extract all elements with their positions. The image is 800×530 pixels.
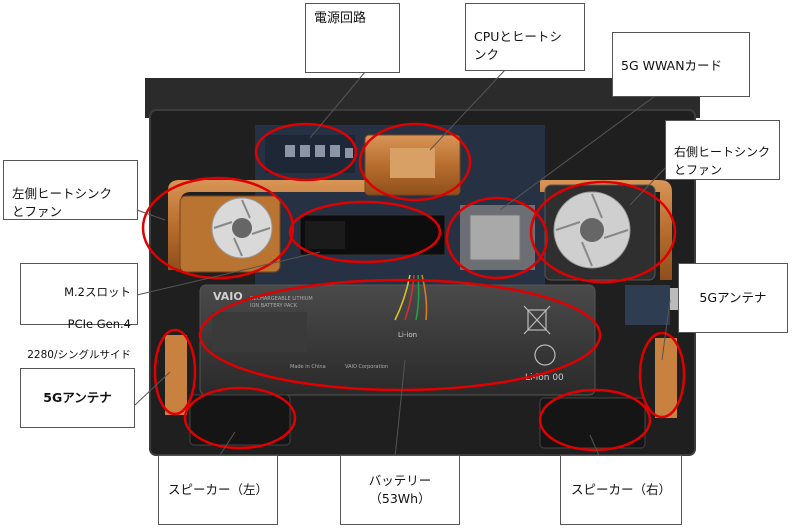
svg-text:RECHARGEABLE LITHIUM: RECHARGEABLE LITHIUM	[250, 296, 313, 302]
callout-m2-slot: M.2スロット PCIe Gen.4 2280/シングルサイド	[20, 263, 138, 361]
callout-wwan-card-text: 5G WWANカード	[621, 58, 723, 74]
callout-speaker-left: スピーカー（左）	[158, 455, 278, 525]
callout-battery: バッテリー（53Wh）	[340, 455, 460, 525]
callout-cpu-heatsink-text: CPUとヒートシンク	[474, 29, 562, 63]
highlight-antenna-right	[638, 331, 686, 419]
callout-m2-line3: 2280/シングルサイド	[27, 349, 131, 362]
callout-cpu-heatsink: CPUとヒートシンク	[465, 3, 585, 71]
highlight-battery	[198, 278, 602, 392]
highlight-cpu	[358, 122, 472, 202]
svg-text:VAIO Corporation: VAIO Corporation	[345, 364, 388, 370]
svg-text:Li-ion: Li-ion	[398, 331, 417, 339]
highlight-wwan	[445, 196, 549, 280]
power-components	[285, 145, 353, 158]
vaio-logo: VAIO	[213, 290, 243, 303]
callout-left-heatsink: 左側ヒートシンクとファン	[3, 160, 138, 220]
callout-right-heatsink-text: 右側ヒートシンクとファン	[674, 145, 771, 177]
svg-text:Made in China: Made in China	[290, 364, 326, 370]
leader-lines	[134, 69, 671, 459]
callout-power-circuit: 電源回路	[305, 3, 400, 73]
highlight-left-heatsink	[141, 176, 295, 280]
callout-battery-text: バッテリー（53Wh）	[368, 472, 432, 506]
callout-antenna-left: 5Gアンテナ	[20, 368, 135, 428]
highlight-ellipses	[141, 122, 686, 452]
antenna-right	[655, 338, 677, 418]
highlight-m2-slot	[288, 200, 442, 264]
antenna-left	[165, 335, 187, 415]
callout-left-heatsink-text: 左側ヒートシンクとファン	[12, 186, 113, 220]
highlight-power-circuit	[254, 122, 358, 182]
highlight-speaker-right	[538, 388, 652, 452]
callout-antenna-right: 5Gアンテナ	[678, 263, 788, 333]
recycle-symbols	[523, 305, 556, 366]
svg-text:Li-ion 00: Li-ion 00	[525, 373, 564, 383]
speaker-left	[189, 394, 291, 446]
highlight-speaker-left	[183, 386, 297, 450]
highlight-right-heatsink	[529, 180, 677, 284]
callout-right-heatsink: 右側ヒートシンクとファン	[665, 120, 780, 180]
callout-wwan-card: 5G WWANカード	[612, 32, 750, 97]
callout-speaker-right: スピーカー（右）	[560, 455, 682, 525]
callout-m2-line1: M.2スロット	[64, 285, 131, 300]
svg-text:ION BATTERY PACK: ION BATTERY PACK	[250, 303, 298, 309]
callout-m2-line2: PCIe Gen.4	[67, 317, 131, 332]
highlight-antenna-left	[153, 328, 197, 416]
